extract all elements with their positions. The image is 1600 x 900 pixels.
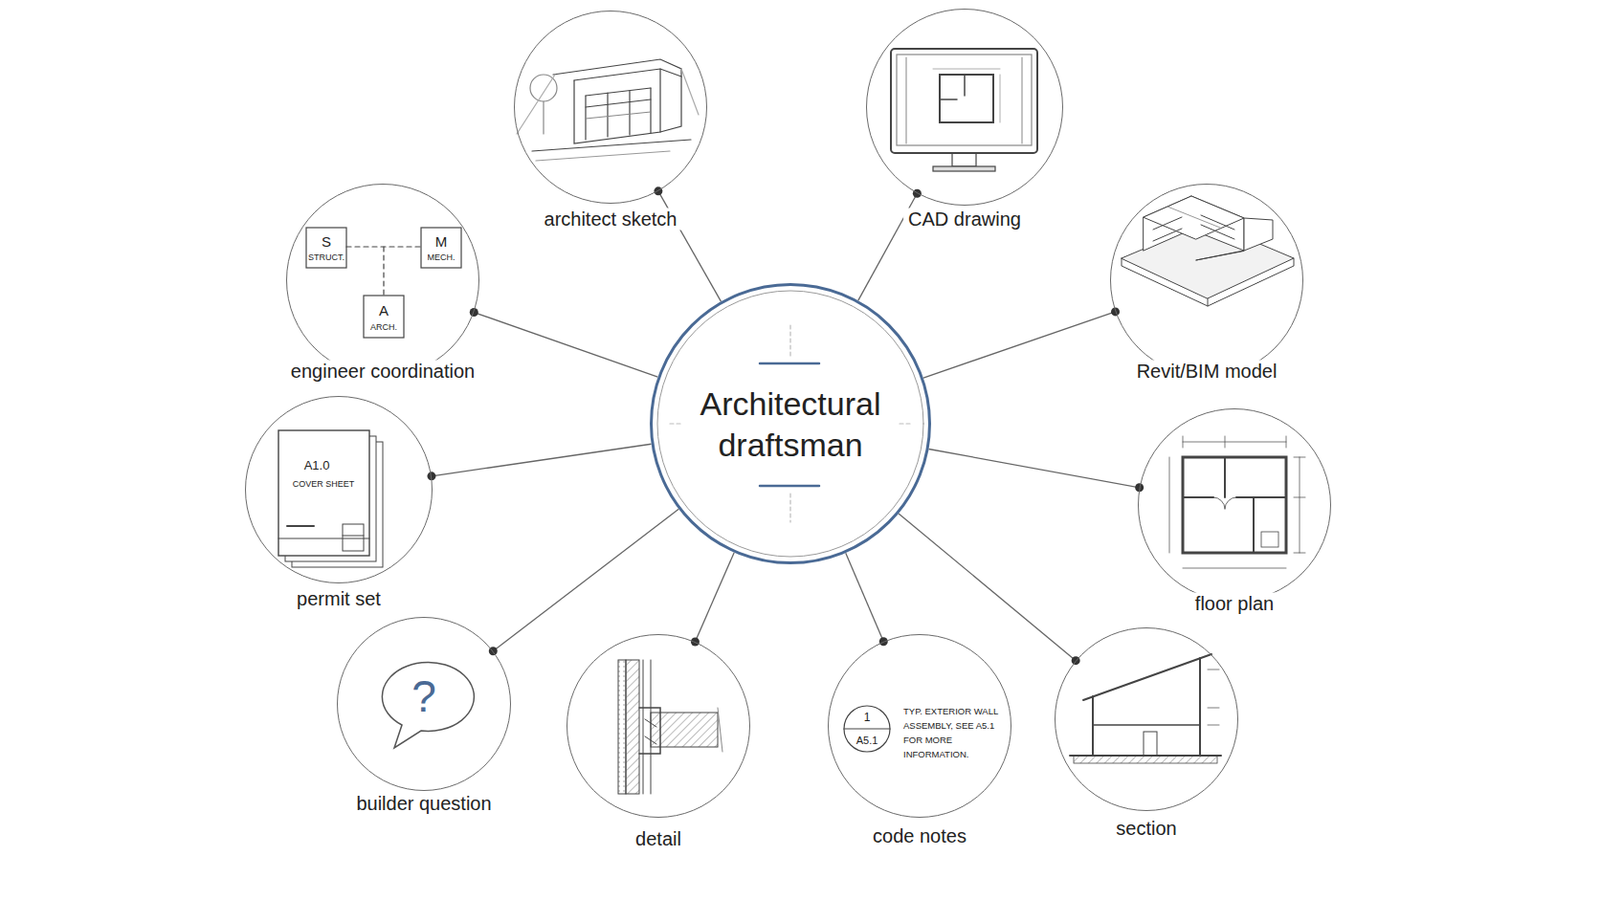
node-label: floor plan bbox=[1190, 593, 1279, 616]
connector-dot bbox=[1111, 307, 1120, 316]
wall-detail bbox=[618, 660, 723, 795]
connector-dot bbox=[879, 637, 889, 646]
sheet-number: A1.0 bbox=[304, 459, 331, 473]
connector-group bbox=[426, 444, 651, 481]
callout-bubble bbox=[844, 706, 890, 753]
connector-group bbox=[469, 308, 659, 378]
connector-line bbox=[929, 448, 1140, 488]
building-sketch bbox=[516, 59, 699, 161]
monitor-icon bbox=[890, 48, 1038, 172]
topic-circle: permit set bbox=[244, 396, 433, 584]
discipline-name: ARCH. bbox=[370, 323, 398, 334]
topic-circle: Revit/BIM model bbox=[1110, 183, 1304, 378]
hub-title: Architectural draftsman bbox=[670, 383, 911, 466]
connector-dot bbox=[912, 189, 922, 199]
hub-circle: Architectural draftsman bbox=[649, 283, 932, 565]
connector-group bbox=[653, 186, 721, 302]
discipline-letter: S bbox=[321, 234, 332, 251]
topic-circle: detail bbox=[566, 634, 751, 819]
connector-line bbox=[492, 509, 679, 651]
connector-dot bbox=[1134, 483, 1144, 492]
node-label: builder question bbox=[351, 793, 496, 816]
connector-group bbox=[898, 513, 1081, 666]
connector-line bbox=[473, 312, 658, 378]
discipline-name: MECH. bbox=[427, 253, 456, 264]
node-label: Revit/BIM model bbox=[1132, 360, 1283, 383]
connector-dot bbox=[690, 638, 700, 647]
speech-bubble bbox=[381, 662, 474, 749]
bim-model bbox=[1121, 196, 1294, 307]
connector-dot bbox=[469, 308, 479, 317]
connector-group bbox=[845, 553, 889, 646]
hub-decoration bbox=[657, 290, 924, 557]
floor-plan-drawing bbox=[1169, 436, 1306, 569]
topic-circle: engineer coordination bbox=[286, 183, 480, 378]
connector-line bbox=[923, 311, 1116, 378]
connector-group bbox=[929, 448, 1145, 492]
node-label: architect sketch bbox=[539, 208, 683, 231]
node-label: detail bbox=[630, 828, 687, 851]
question-mark: ? bbox=[411, 672, 437, 722]
topic-circle: CAD drawing bbox=[866, 8, 1064, 206]
connector-line bbox=[694, 553, 734, 643]
node-label: engineer coordination bbox=[286, 360, 480, 383]
topic-circle: floor plan bbox=[1137, 408, 1332, 602]
discipline-letter: M bbox=[435, 234, 448, 251]
connector-group bbox=[858, 189, 922, 301]
section-drawing bbox=[1069, 654, 1222, 764]
node-label: code notes bbox=[867, 825, 972, 848]
sheet-title: COVER SHEET bbox=[292, 480, 356, 490]
connector-dot bbox=[426, 471, 436, 481]
connector-line bbox=[431, 444, 652, 477]
connector-group bbox=[488, 509, 679, 656]
connector-dot bbox=[653, 186, 663, 196]
coordination-boxes bbox=[306, 227, 462, 338]
code-note: TYP. EXTERIOR WALL ASSEMBLY, SEE A5.1 FO… bbox=[903, 704, 1003, 762]
discipline-name: STRUCT. bbox=[308, 253, 345, 264]
node-label: permit set bbox=[291, 588, 386, 611]
sheet-stack bbox=[278, 430, 383, 568]
sheet-reference: A5.1 bbox=[856, 734, 879, 747]
connector-group bbox=[690, 553, 734, 647]
topic-circle: section bbox=[1054, 627, 1239, 812]
connector-dot bbox=[1071, 656, 1081, 666]
node-label: section bbox=[1111, 818, 1181, 841]
topic-circle: architect sketch bbox=[513, 10, 708, 204]
connector-dot bbox=[488, 646, 498, 656]
callout-number: 1 bbox=[864, 711, 871, 725]
connector-group bbox=[923, 307, 1120, 378]
discipline-letter: A bbox=[378, 303, 389, 320]
connector-line bbox=[845, 553, 885, 643]
connector-line bbox=[898, 513, 1076, 662]
node-label: CAD drawing bbox=[903, 208, 1026, 231]
